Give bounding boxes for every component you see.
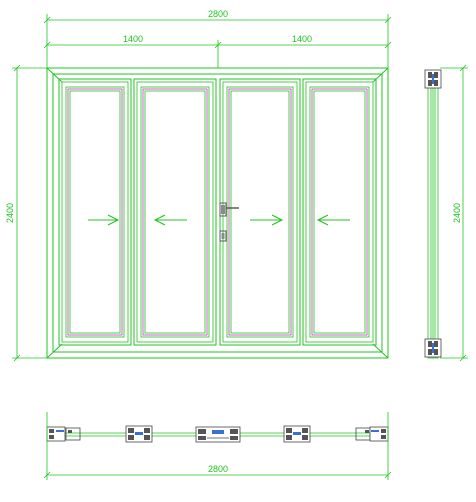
left-half-width-label: 1400 [123,34,143,44]
plan-view-section [46,425,389,443]
outer-frame [46,67,389,359]
slide-arrow-1 [88,214,120,226]
total-width-label: 2800 [208,9,228,19]
door-panel-4 [302,78,377,346]
plan-width-dimension [43,412,392,480]
side-bottom-profile-icon [424,338,442,358]
slide-arrow-4 [316,214,350,226]
slide-arrow-2 [153,214,187,226]
plan-right-jamb-icon [355,426,389,442]
side-top-profile-icon [424,69,442,89]
plan-width-label: 2800 [208,464,228,474]
door-panel-2 [133,78,217,346]
side-height-dimension [440,64,468,362]
door-panel-3 [219,78,301,346]
lock-cylinder-icon [219,230,227,242]
slide-arrow-3 [250,214,284,226]
plan-hinge-2-icon [283,425,311,443]
right-half-width-label: 1400 [292,34,312,44]
top-dimension-lines [43,14,392,68]
height-label: 2400 [5,203,15,223]
left-height-dimension [12,64,47,362]
side-height-label: 2400 [452,203,462,223]
door-panel-1 [58,78,132,346]
side-view-section [424,69,442,359]
plan-left-jamb-icon [46,426,81,442]
door-handle-icon [219,202,239,217]
plan-hinge-1-icon [125,425,153,443]
plan-center-meeting-icon [195,426,241,443]
